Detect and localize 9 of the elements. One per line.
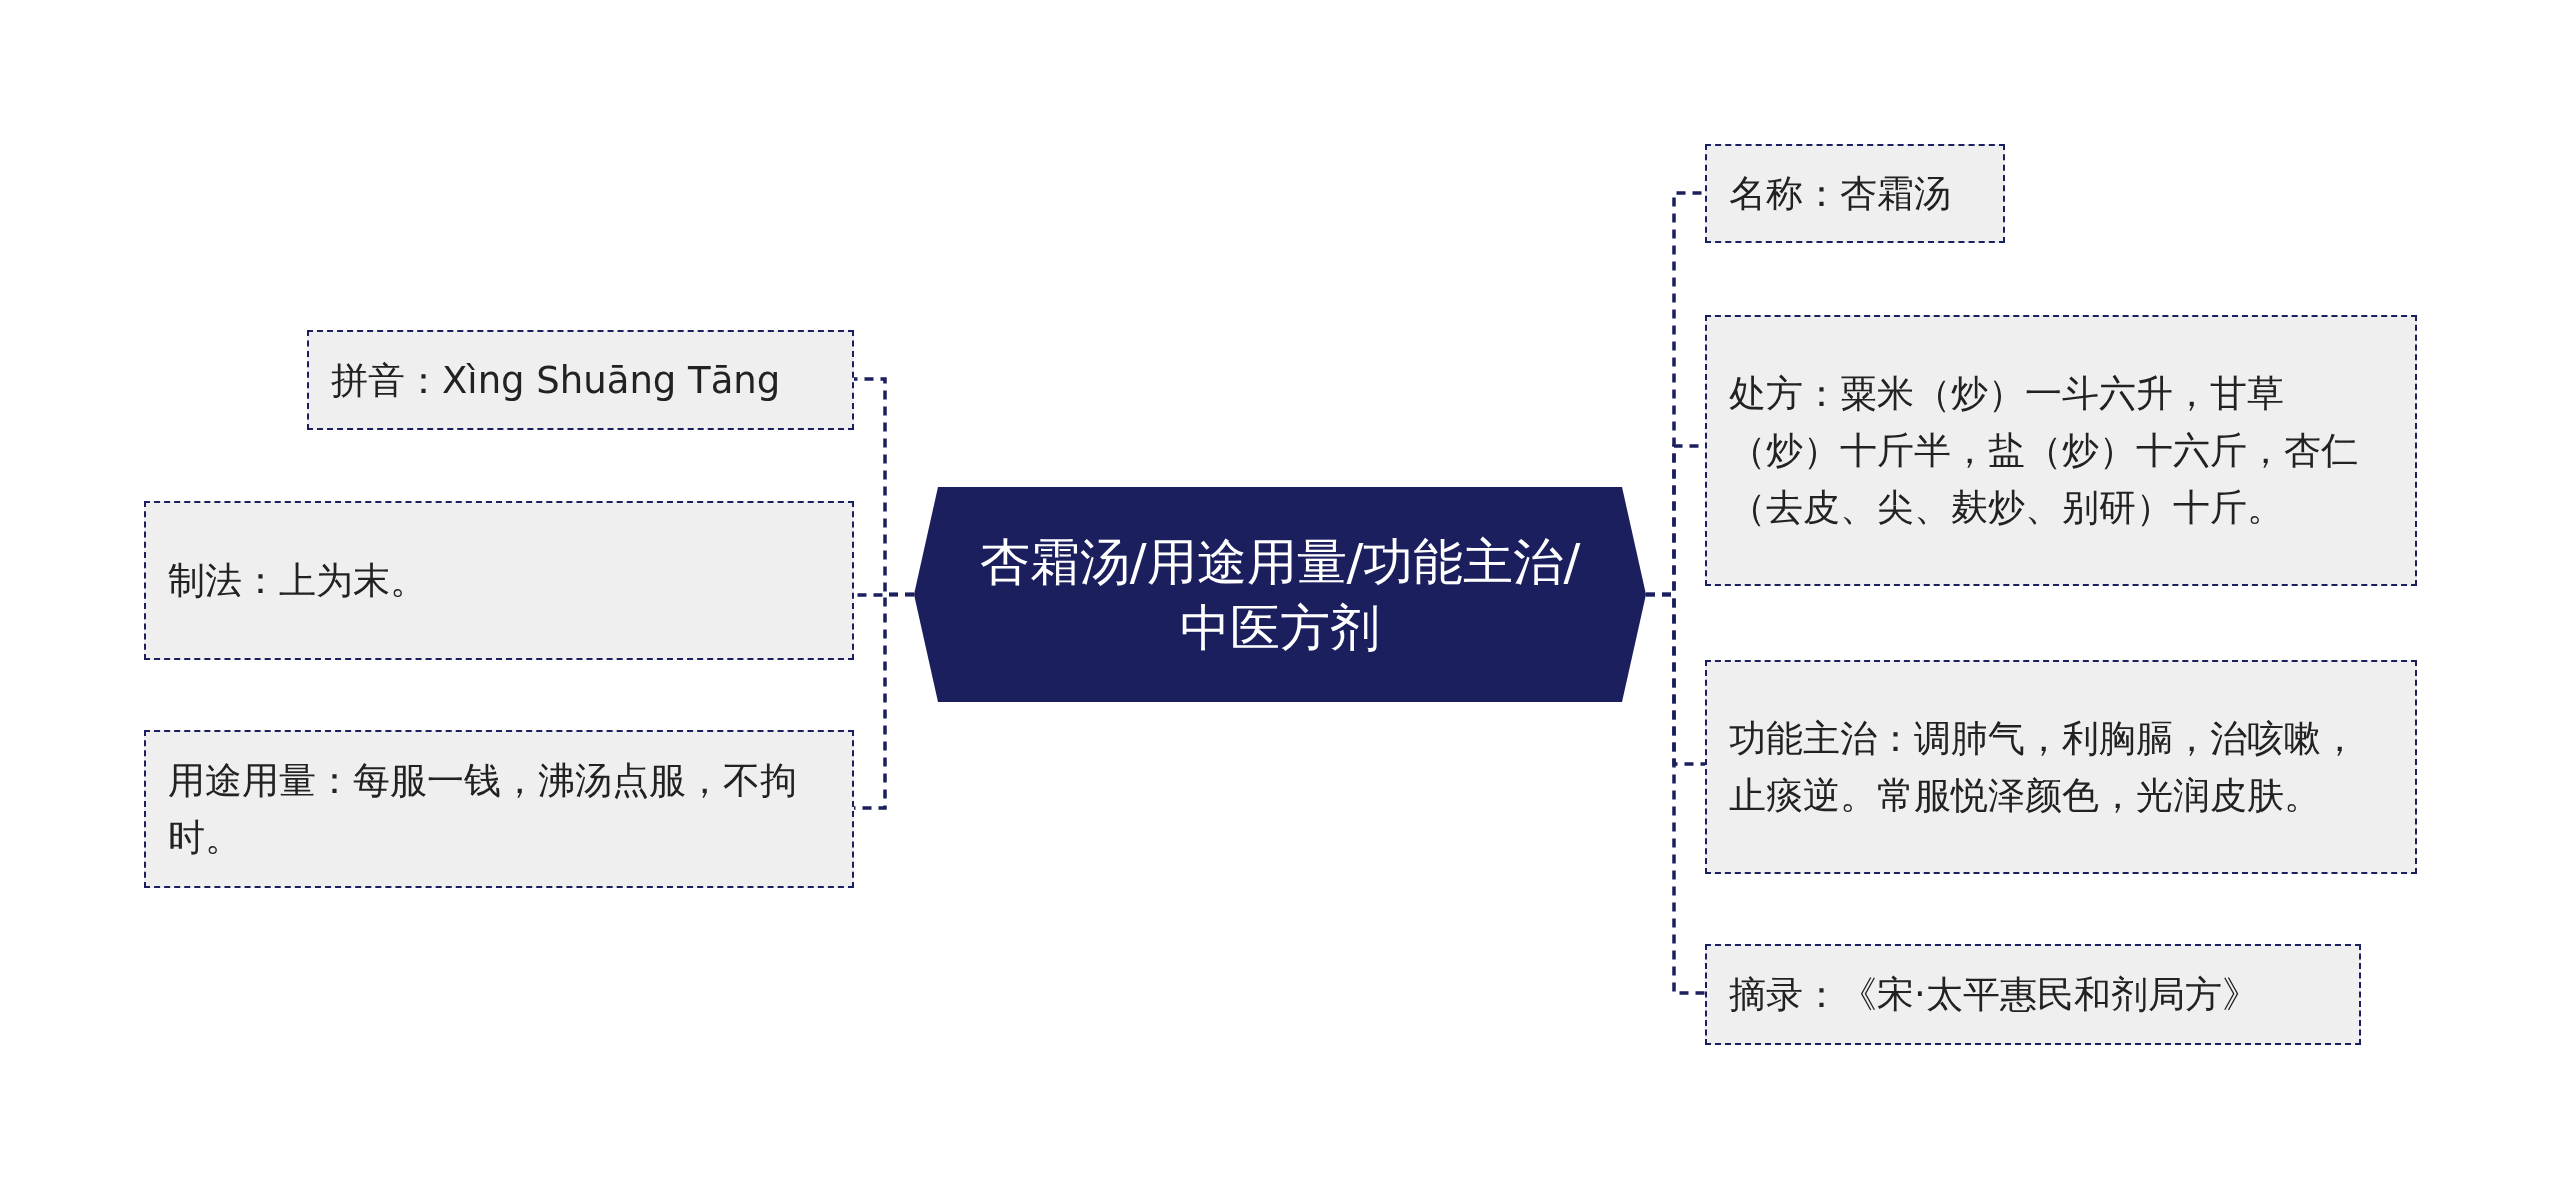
topic-box: 拼音：Xìng Shuāng Tāng (307, 330, 854, 430)
topic-box: 功能主治：调肺气，利胸膈，治咳嗽，止痰逆。常服悦泽颜色，光润皮肤。 (1705, 660, 2417, 874)
topic-box: 制法：上为末。 (144, 501, 854, 660)
topic-box: 名称：杏霜汤 (1705, 144, 2005, 243)
topic-box: 处方：粟米（炒）一斗六升，甘草（炒）十斤半，盐（炒）十六斤，杏仁（去皮、尖、麸炒、别研）十斤。 (1705, 315, 2417, 586)
central-topic: 杏霜汤/用途用量/功能主治/中医方剂 (914, 487, 1646, 702)
connector-line (1646, 592, 1705, 995)
topic-box: 摘录：《宋·太平惠民和剂局方》 (1705, 944, 2361, 1045)
topic-box: 用途用量：每服一钱，沸汤点服，不拘时。 (144, 730, 854, 888)
